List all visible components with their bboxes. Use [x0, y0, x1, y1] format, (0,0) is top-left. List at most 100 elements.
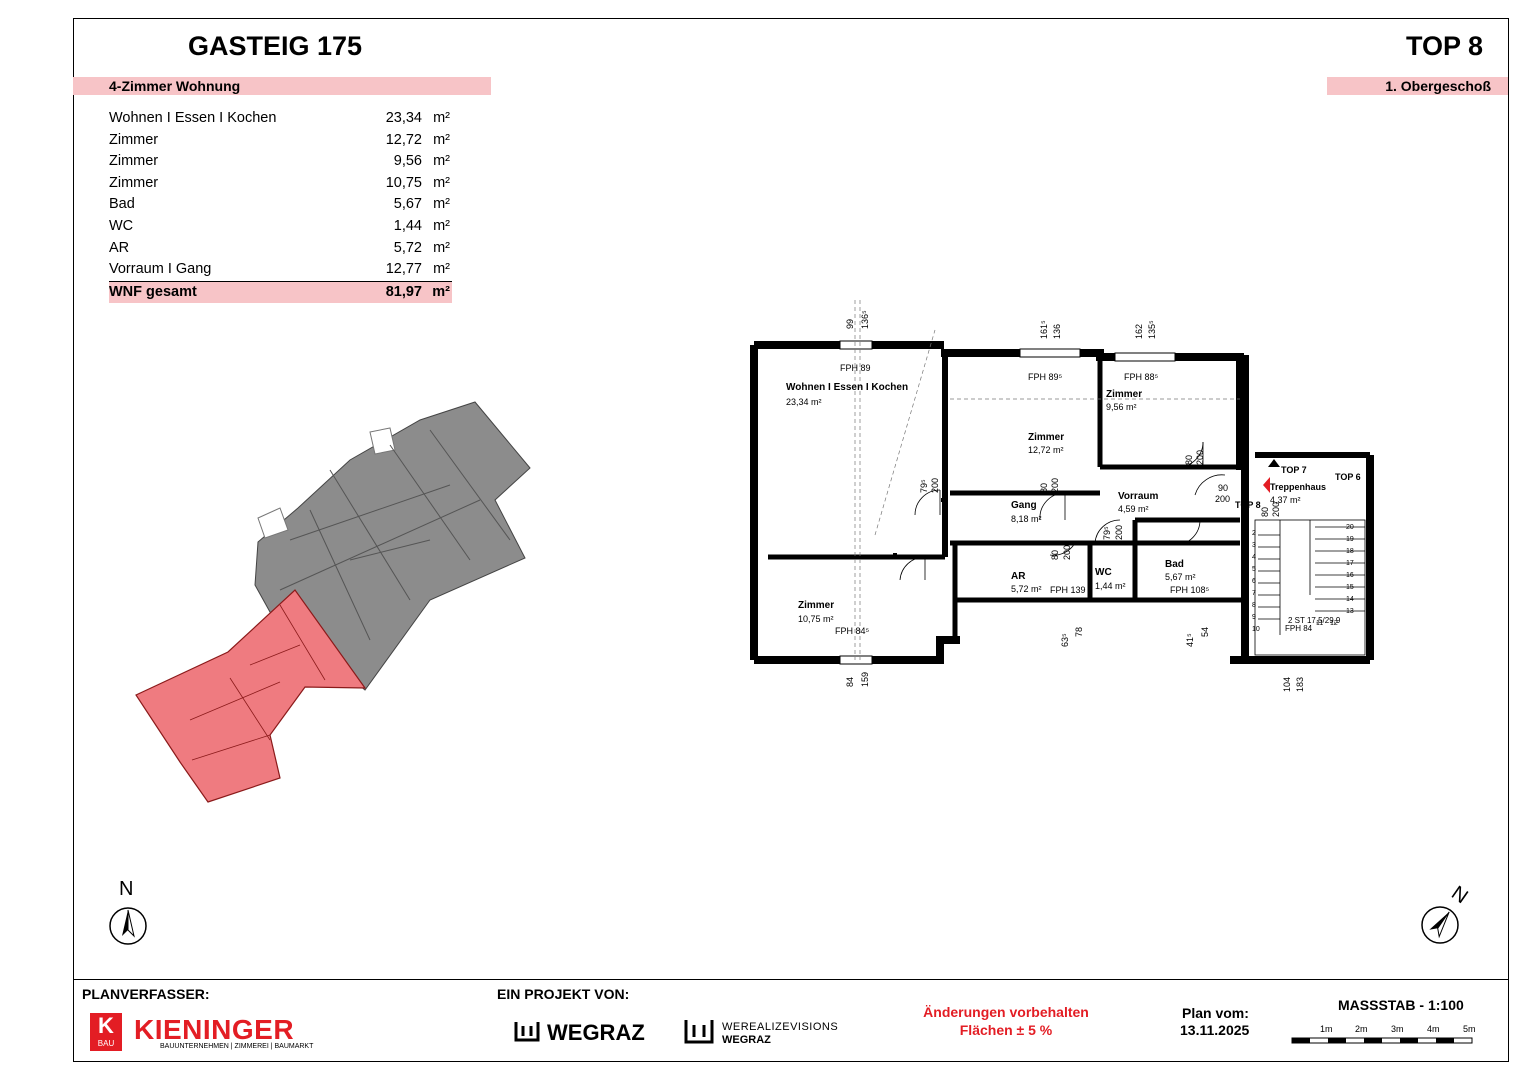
plan-dimension: 79⁵	[1102, 526, 1112, 540]
total-label: WNF gesamt	[109, 283, 197, 300]
floor-plan: Wohnen I Essen I Kochen 23,34 m² Zimmer …	[750, 300, 1374, 692]
plan-dimension: 200	[930, 478, 940, 493]
stair-step: 11	[1316, 620, 1323, 627]
wegraz-logo-icon	[514, 1022, 540, 1042]
room-area: 5,67	[393, 196, 422, 213]
plan-dimension: 41⁵	[1185, 633, 1195, 647]
kieninger-logo: KIENINGER	[134, 1014, 295, 1045]
key-plan-building	[254, 401, 531, 691]
plan-dimension: 162	[1134, 324, 1144, 339]
plan-dimension: 200	[1114, 525, 1124, 540]
room-unit: m²	[433, 153, 450, 170]
north-label-left: N	[119, 878, 134, 900]
stair-step: 14	[1346, 596, 1354, 603]
plan-area-wc: 1,44 m²	[1095, 581, 1126, 591]
room-name: Vorraum I Gang	[109, 261, 212, 278]
plan-dimension: 200	[1062, 545, 1072, 560]
kieninger-badge-text: BAU	[97, 1039, 115, 1048]
wegraz-logo: WEGRAZ	[547, 1020, 645, 1045]
dashed-lines	[854, 300, 1240, 660]
scale-tick: 4m	[1427, 1024, 1440, 1034]
plan-label-top8: TOP 8	[1235, 500, 1261, 510]
compass-rotated-icon	[1421, 906, 1459, 944]
unit-title: TOP 8	[1406, 31, 1484, 61]
room-fills	[758, 349, 941, 553]
room-name: Zimmer	[109, 174, 159, 191]
key-plan-highlight-top8	[135, 589, 367, 803]
apartment-type-bar: 4-Zimmer Wohnung	[73, 77, 491, 95]
room-unit: m²	[433, 261, 450, 278]
plan-label-zimmer1: Zimmer	[1028, 432, 1064, 443]
room-name: Zimmer	[109, 153, 159, 170]
plan-date: 13.11.2025	[1180, 1022, 1250, 1038]
plan-dimension: 159	[860, 672, 870, 687]
plan-fph: FPH 84⁵	[835, 626, 870, 636]
room-name: Wohnen I Essen I Kochen	[109, 110, 277, 126]
stair-step: 19	[1346, 536, 1354, 543]
room-unit: m²	[433, 174, 450, 191]
plan-label-bad: Bad	[1165, 559, 1184, 570]
plan-dimension: 200	[1271, 502, 1281, 517]
plan-dimension: 90	[1218, 483, 1228, 493]
plan-label-top7: TOP 7	[1281, 465, 1307, 475]
footer-separator	[73, 979, 1509, 980]
stair-step: 17	[1346, 560, 1354, 567]
room-unit: m²	[433, 131, 450, 148]
room-area: 12,77	[385, 261, 422, 278]
plan-label-treppenhaus: Treppenhaus	[1270, 482, 1326, 492]
room-area: 5,72	[393, 239, 422, 256]
room-unit: m²	[433, 217, 450, 234]
room-name: Bad	[109, 196, 135, 213]
kieninger-logo-badge: K BAU	[90, 1013, 122, 1051]
plan-dimension: 200	[1195, 450, 1205, 465]
scale-bar: 1m 2m 3m 4m 5m	[1291, 1024, 1476, 1044]
plan-dimension: 80	[1039, 483, 1049, 493]
plan-area-gang: 8,18 m²	[1011, 514, 1042, 524]
scale-ticks: 1m 2m 3m 4m 5m	[1320, 1024, 1476, 1034]
plan-dimension: 63⁵	[1060, 633, 1070, 647]
plan-dimension: 135⁵	[1147, 320, 1157, 339]
scale-tick: 5m	[1463, 1024, 1476, 1034]
werealize-line2: WEGRAZ	[722, 1034, 771, 1046]
plan-label-zimmer2: Zimmer	[1106, 389, 1142, 400]
kieninger-k-icon: K	[98, 1013, 114, 1038]
note-line1: Änderungen vorbehalten	[923, 1004, 1089, 1020]
plan-dimension: 99	[845, 319, 855, 329]
note-line2: Flächen ± 5 %	[959, 1022, 1053, 1038]
werealize-line1: WEREALIZEVISIONS	[722, 1021, 839, 1033]
entrance-marker	[1263, 477, 1270, 493]
plan-dimension: 80	[1184, 455, 1194, 465]
scale-tick: 3m	[1391, 1024, 1404, 1034]
plan-label-wc: WC	[1095, 567, 1112, 578]
plan-area-zimmer3: 10,75 m²	[798, 614, 834, 624]
scale-label: MASSSTAB - 1:100	[1338, 997, 1464, 1013]
plan-label-top6: TOP 6	[1335, 472, 1361, 482]
room-name: Zimmer	[109, 131, 159, 148]
plan-fph: FPH 89	[840, 363, 871, 373]
plan-dimension: 200	[1050, 478, 1060, 493]
stair-step: 15	[1346, 584, 1354, 591]
stair-step: 8	[1252, 602, 1256, 609]
floor-bar: 1. Obergeschoß	[1327, 77, 1508, 95]
stair-step: 2	[1252, 530, 1256, 537]
plan-dimension: 84	[845, 677, 855, 687]
plan-label-ar: AR	[1011, 571, 1026, 582]
plan-fph: FPH 88⁵	[1124, 372, 1159, 382]
project-title: GASTEIG 175	[188, 31, 363, 61]
plan-label-zimmer3: Zimmer	[798, 600, 834, 611]
plan-stair-note: 2 ST 17,5/29,9	[1288, 616, 1341, 625]
plan-area-treppenhaus: 4,37 m²	[1270, 495, 1301, 505]
plan-area-vorraum: 4,59 m²	[1118, 504, 1149, 514]
plan-dimension: 54	[1200, 627, 1210, 637]
plan-dimension: 104	[1282, 677, 1292, 692]
total-unit: m²	[432, 283, 450, 300]
plan-dimension: 161⁵	[1039, 320, 1049, 339]
room-name: WC	[109, 217, 134, 234]
stair-step: 7	[1252, 590, 1256, 597]
